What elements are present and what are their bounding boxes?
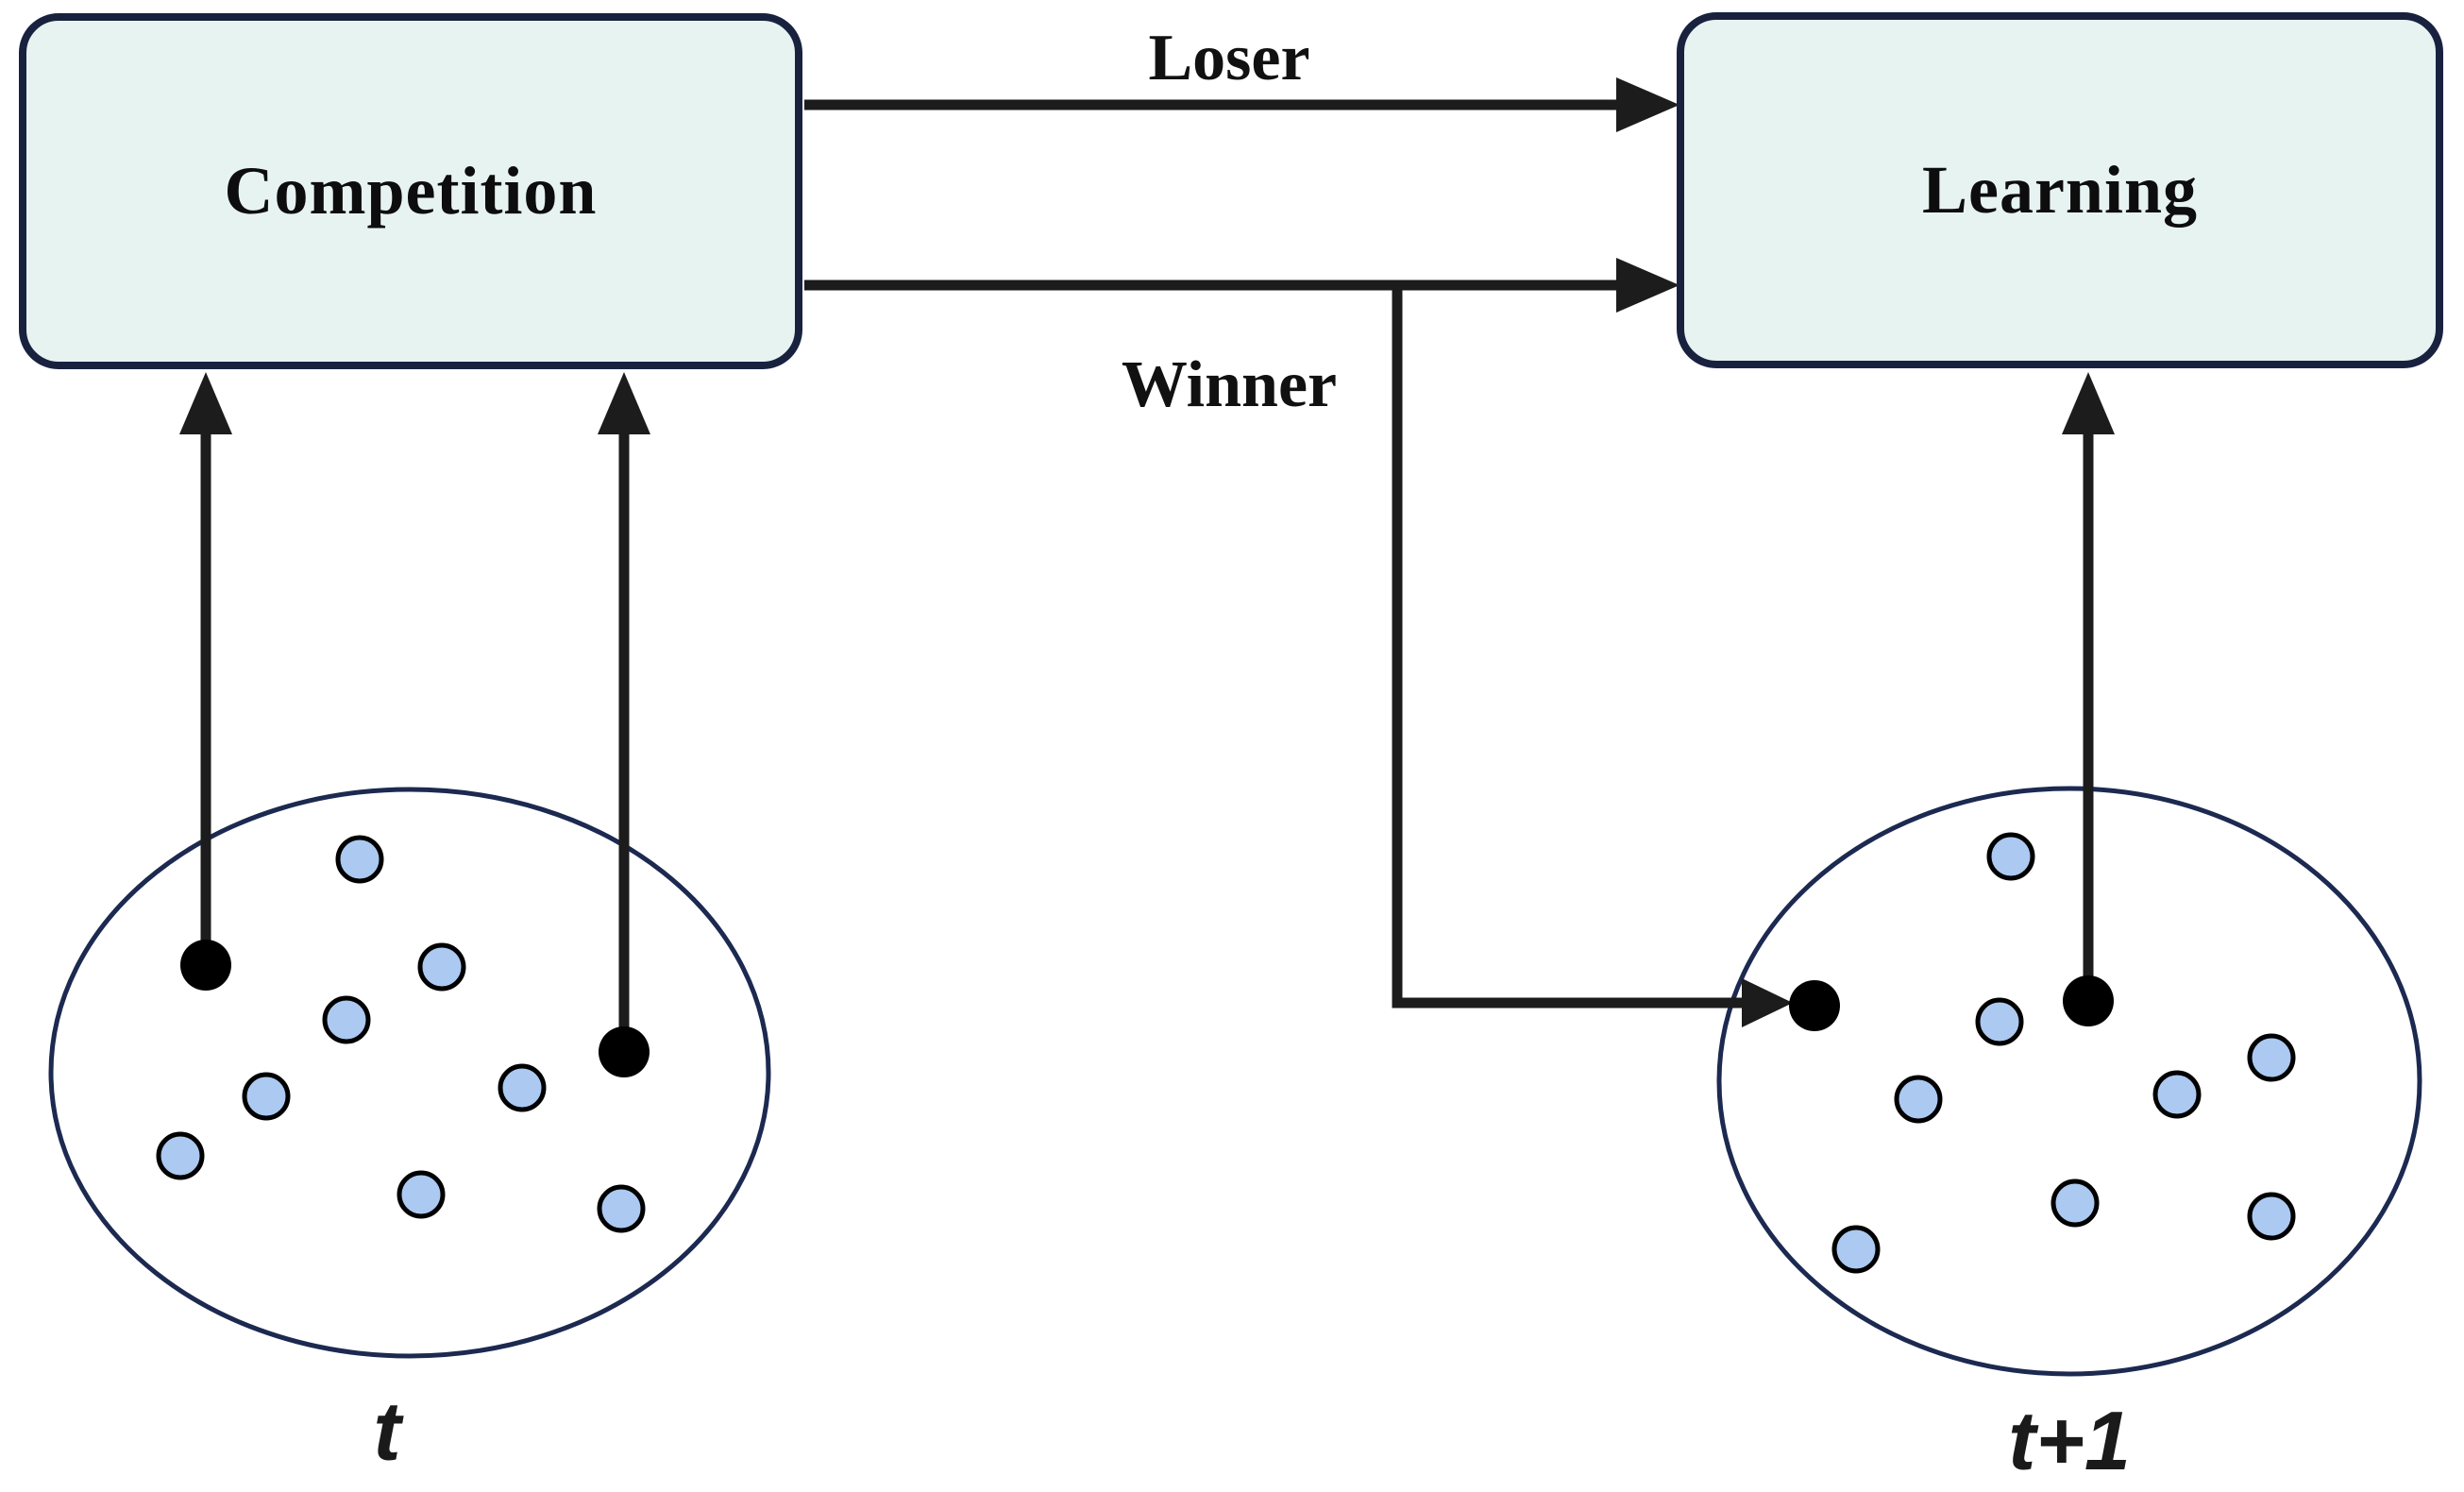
learning-input-arrow-head	[2062, 372, 2115, 434]
competition-box-label: Competition	[224, 153, 598, 229]
population-t1-label: t+1	[2008, 1394, 2131, 1487]
unit-node	[417, 942, 466, 992]
selected-unit-node	[1789, 980, 1840, 1031]
unit-node	[2247, 1033, 2296, 1082]
unit-node	[498, 1063, 547, 1112]
selected-unit-node	[2063, 975, 2114, 1026]
selected-unit-node	[599, 1026, 650, 1077]
unit-node	[335, 835, 384, 884]
winner-branch-line	[1392, 289, 1747, 1009]
unit-node	[597, 1184, 646, 1233]
unit-node	[156, 1131, 205, 1180]
loser-arrowhead	[1616, 77, 1679, 132]
population-t-label: t	[373, 1384, 401, 1478]
winner-arrowhead	[1616, 258, 1679, 313]
learning-box-label: Learning	[1921, 152, 2199, 228]
population-t1-nodes	[1789, 832, 2296, 1274]
selected-unit-node	[180, 940, 231, 991]
competition-input-arrow-1-head	[179, 372, 232, 434]
unit-node	[2051, 1178, 2100, 1228]
population-t-ellipse	[48, 787, 771, 1359]
unit-node	[397, 1170, 446, 1219]
unit-node	[1986, 832, 2035, 881]
population-t1-ellipse	[1716, 786, 2422, 1377]
unit-node	[1975, 997, 2024, 1046]
unit-node	[242, 1072, 291, 1121]
unit-node	[1831, 1225, 1881, 1274]
competition-box: Competition	[19, 13, 802, 369]
learning-box: Learning	[1677, 12, 2443, 368]
population-t-nodes	[156, 835, 650, 1233]
winner-branch-arrowhead	[1742, 978, 1793, 1027]
unit-node	[2247, 1192, 2296, 1241]
loser-edge-label: Loser	[1148, 22, 1310, 94]
winner-edge-label: Winner	[1121, 348, 1338, 421]
unit-node	[322, 995, 371, 1044]
unit-node	[1894, 1075, 1943, 1124]
unit-node	[2152, 1070, 2202, 1119]
competition-input-arrow-2-head	[598, 372, 650, 434]
